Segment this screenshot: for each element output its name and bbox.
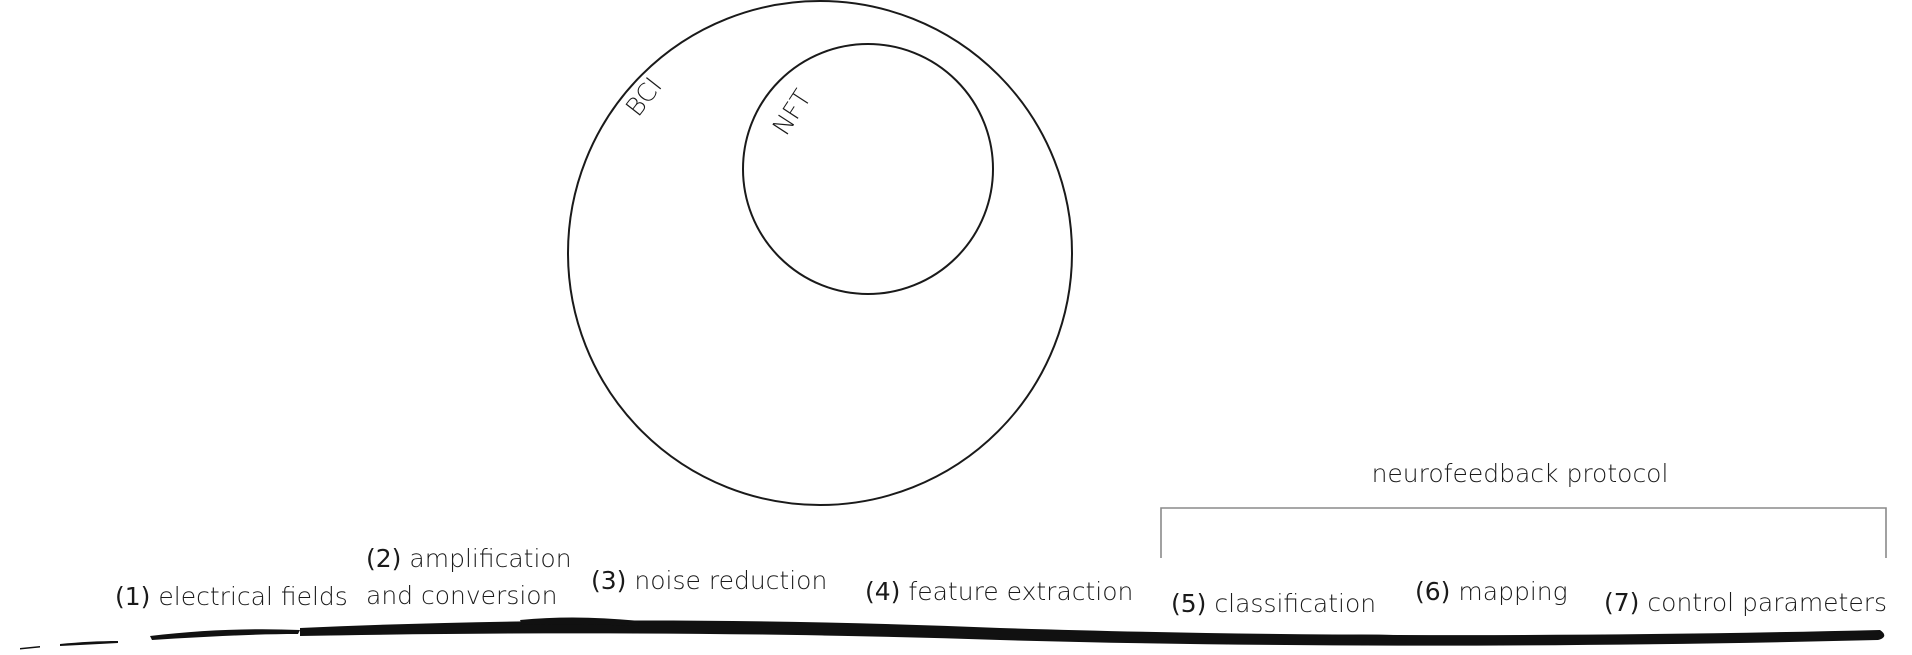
- brush-stroke-baseline: [20, 617, 1885, 650]
- step-2-label-line2: and conversion: [366, 581, 557, 610]
- neurofeedback-protocol-label: neurofeedback protocol: [1372, 459, 1669, 488]
- bci-label: BCI: [620, 72, 668, 122]
- step-6-label: (6)mapping: [1415, 577, 1568, 606]
- step-7-label: (7)control parameters: [1604, 588, 1887, 617]
- step-2-label: (2)amplification: [366, 544, 572, 573]
- neurofeedback-protocol-bracket: [1160, 507, 1887, 558]
- step-4-label: (4)feature extraction: [865, 577, 1133, 606]
- step-3-label: (3)noise reduction: [591, 566, 827, 595]
- nft-label: NFT: [767, 84, 817, 140]
- nft-circle: [742, 43, 994, 295]
- step-1-label: (1)electrical fields: [115, 582, 348, 611]
- bci-circle: [567, 0, 1073, 506]
- step-5-label: (5)classification: [1171, 589, 1376, 618]
